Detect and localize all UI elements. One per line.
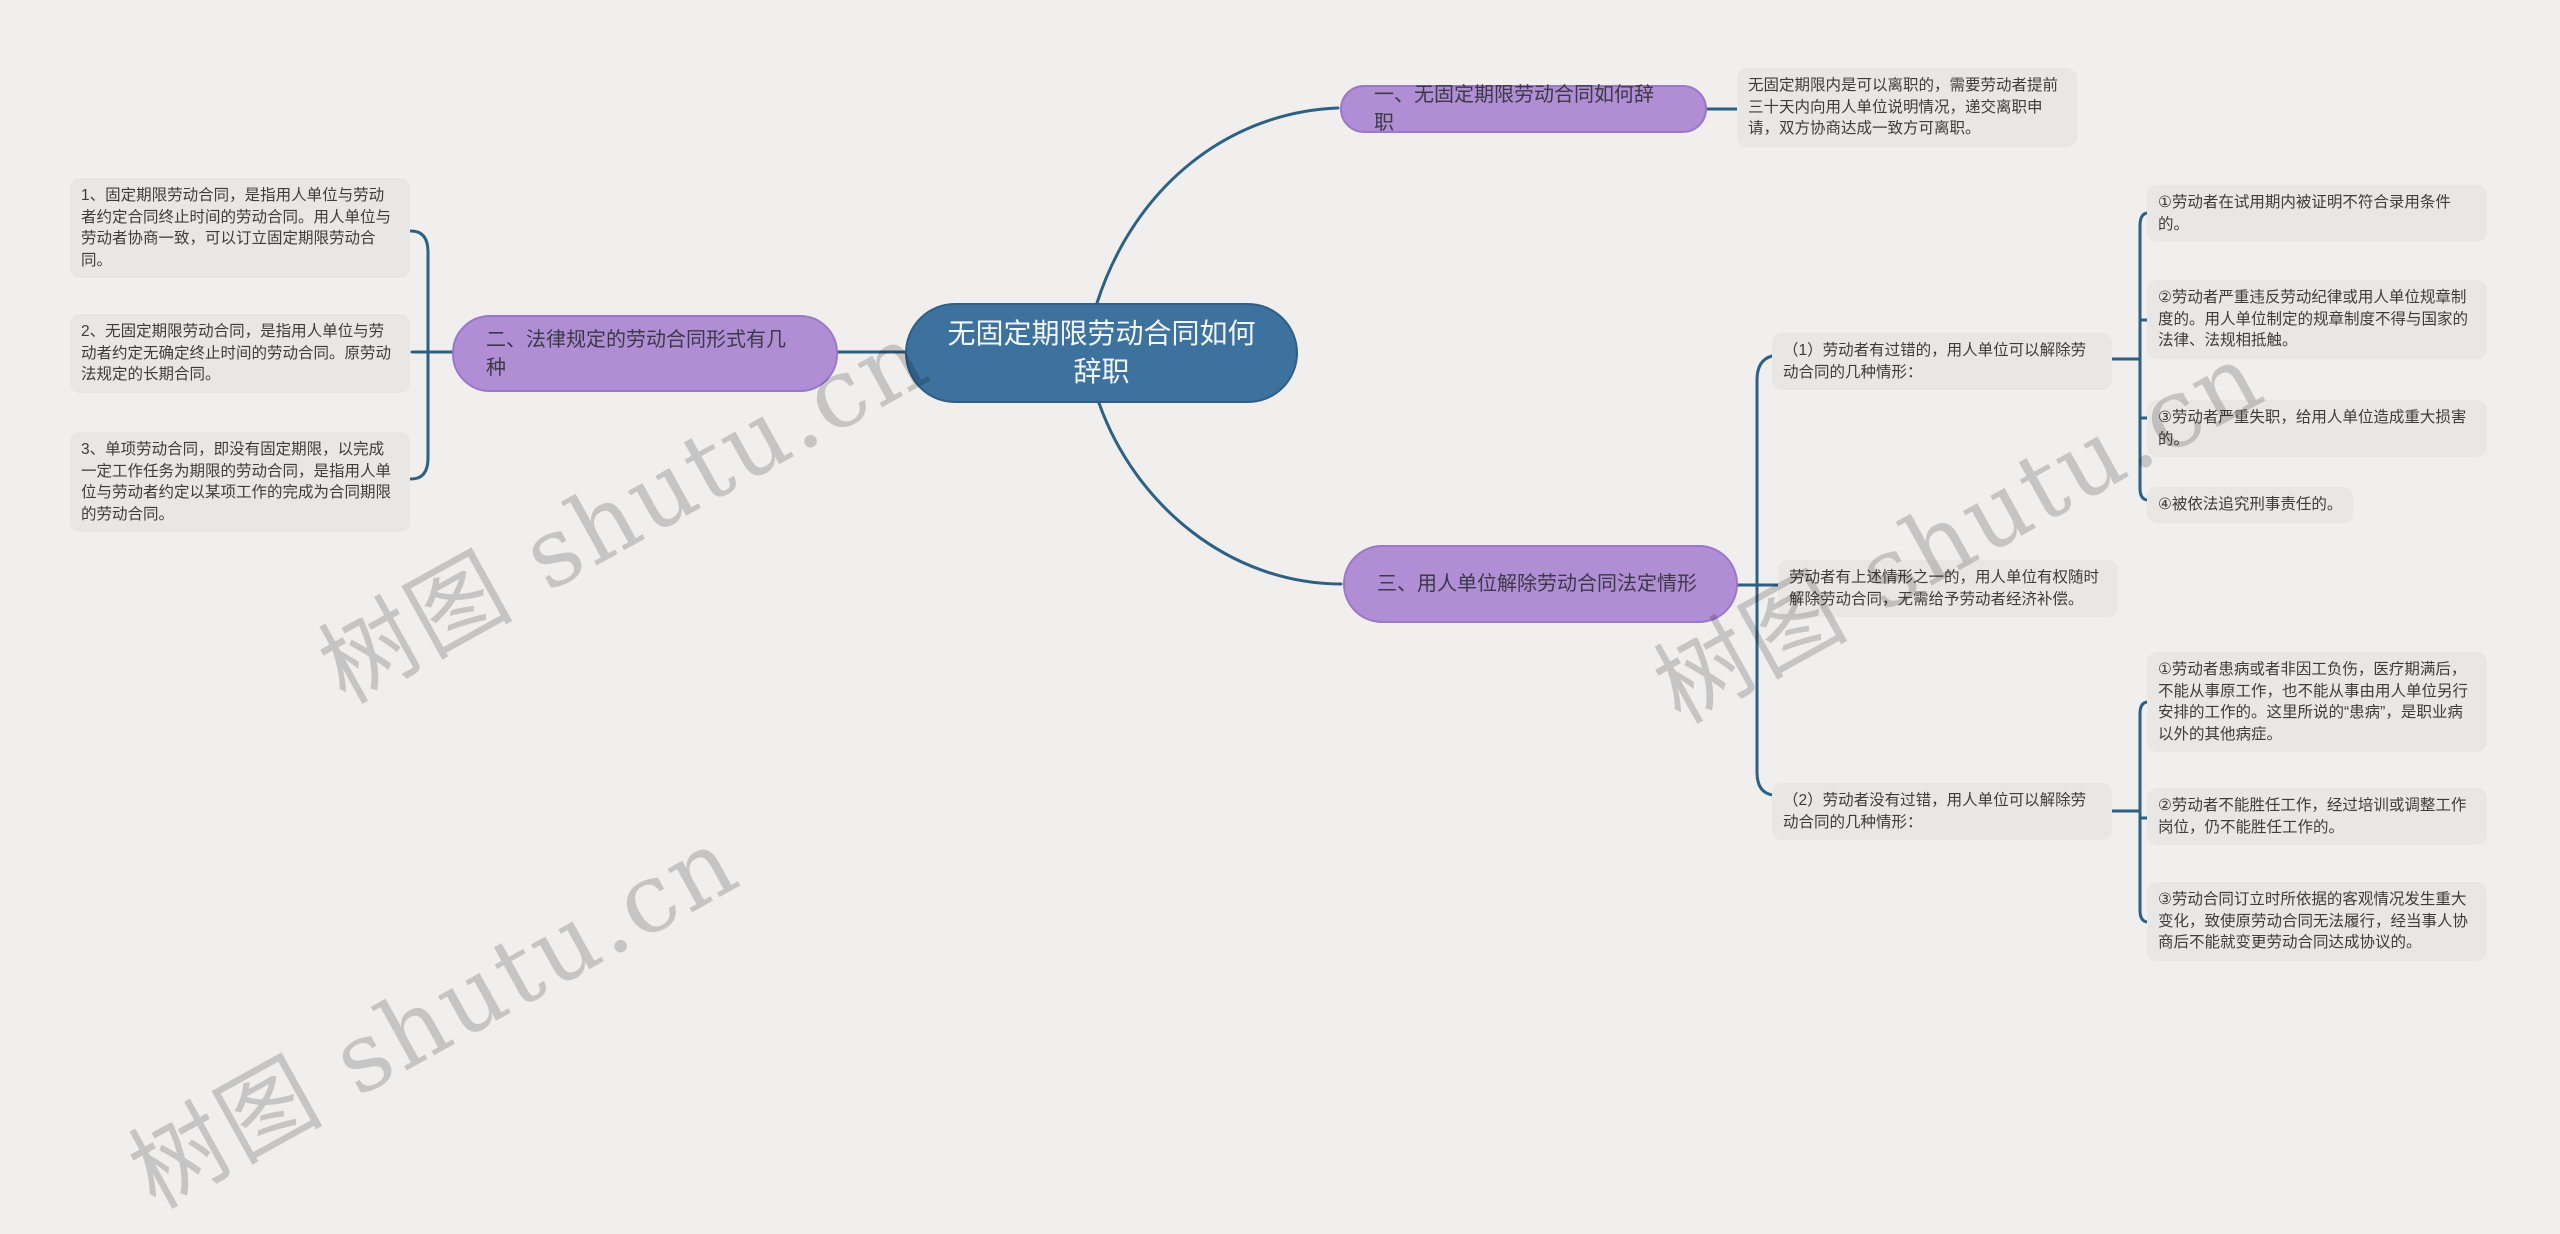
connector-branch2-to-item1 xyxy=(409,229,430,354)
note-group-worker-no-fault[interactable]: （2）劳动者没有过错，用人单位可以解除劳动合同的几种情形： xyxy=(1772,783,2112,840)
connector-center-to-branch3 xyxy=(1097,401,1343,586)
note-no-fault-item-2[interactable]: ②劳动者不能胜任工作，经过培训或调整工作岗位，仍不能胜任工作的。 xyxy=(2147,788,2487,845)
note-termination-no-compensation[interactable]: 劳动者有上述情形之一的，用人单位有权随时解除劳动合同，无需给予劳动者经济补偿。 xyxy=(1778,560,2118,617)
note-fault-item-1[interactable]: ①劳动者在试用期内被证明不符合录用条件的。 xyxy=(2147,185,2487,242)
note-single-task-contract[interactable]: 3、单项劳动合同，即没有固定期限，以完成一定工作任务为期限的劳动合同，是指用人单… xyxy=(70,432,410,532)
note-fault-item-4[interactable]: ④被依法追究刑事责任的。 xyxy=(2147,487,2354,523)
note-resign-procedure[interactable]: 无固定期限内是可以离职的，需要劳动者提前三十天内向用人单位说明情况，递交离职申请… xyxy=(1737,68,2077,147)
connector-branch2-to-item3 xyxy=(409,350,430,481)
shutu-watermark: 树图 shutu.cn xyxy=(111,804,757,1231)
note-open-ended-contract[interactable]: 2、无固定期限劳动合同，是指用人单位与劳动者约定无确定终止时间的劳动合同。原劳动… xyxy=(70,314,410,393)
central-topic-node[interactable]: 无固定期限劳动合同如何辞职 xyxy=(905,303,1298,403)
branch-node-how-to-resign[interactable]: 一、无固定期限劳动合同如何辞职 xyxy=(1340,84,1707,134)
branch-node-contract-forms[interactable]: 二、法律规定的劳动合同形式有几种 xyxy=(452,315,838,392)
connector-center-to-branch1 xyxy=(1095,106,1340,305)
note-no-fault-item-1[interactable]: ①劳动者患病或者非因工负伤，医疗期满后，不能从事原工作，也不能从事由用人单位另行… xyxy=(2147,652,2487,752)
note-fixed-term-contract[interactable]: 1、固定期限劳动合同，是指用人单位与劳动者约定合同终止时间的劳动合同。用人单位与… xyxy=(70,178,410,278)
note-fault-item-2[interactable]: ②劳动者严重违反劳动纪律或用人单位规章制度的。用人单位制定的规章制度不得与国家的… xyxy=(2147,280,2487,359)
connector-branch3-to-groups xyxy=(1755,354,1775,797)
mindmap-canvas: 无固定期限劳动合同如何辞职 一、无固定期限劳动合同如何辞职 无固定期限内是可以离… xyxy=(70,68,2487,1231)
note-no-fault-item-3[interactable]: ③劳动合同订立时所依据的客观情况发生重大变化，致使原劳动合同无法履行，经当事人协… xyxy=(2147,882,2487,961)
note-group-worker-at-fault[interactable]: （1）劳动者有过错的，用人单位可以解除劳动合同的几种情形： xyxy=(1772,333,2112,390)
branch-node-employer-termination[interactable]: 三、用人单位解除劳动合同法定情形 xyxy=(1343,545,1738,623)
note-fault-item-3[interactable]: ③劳动者严重失职，给用人单位造成重大损害的。 xyxy=(2147,400,2487,457)
